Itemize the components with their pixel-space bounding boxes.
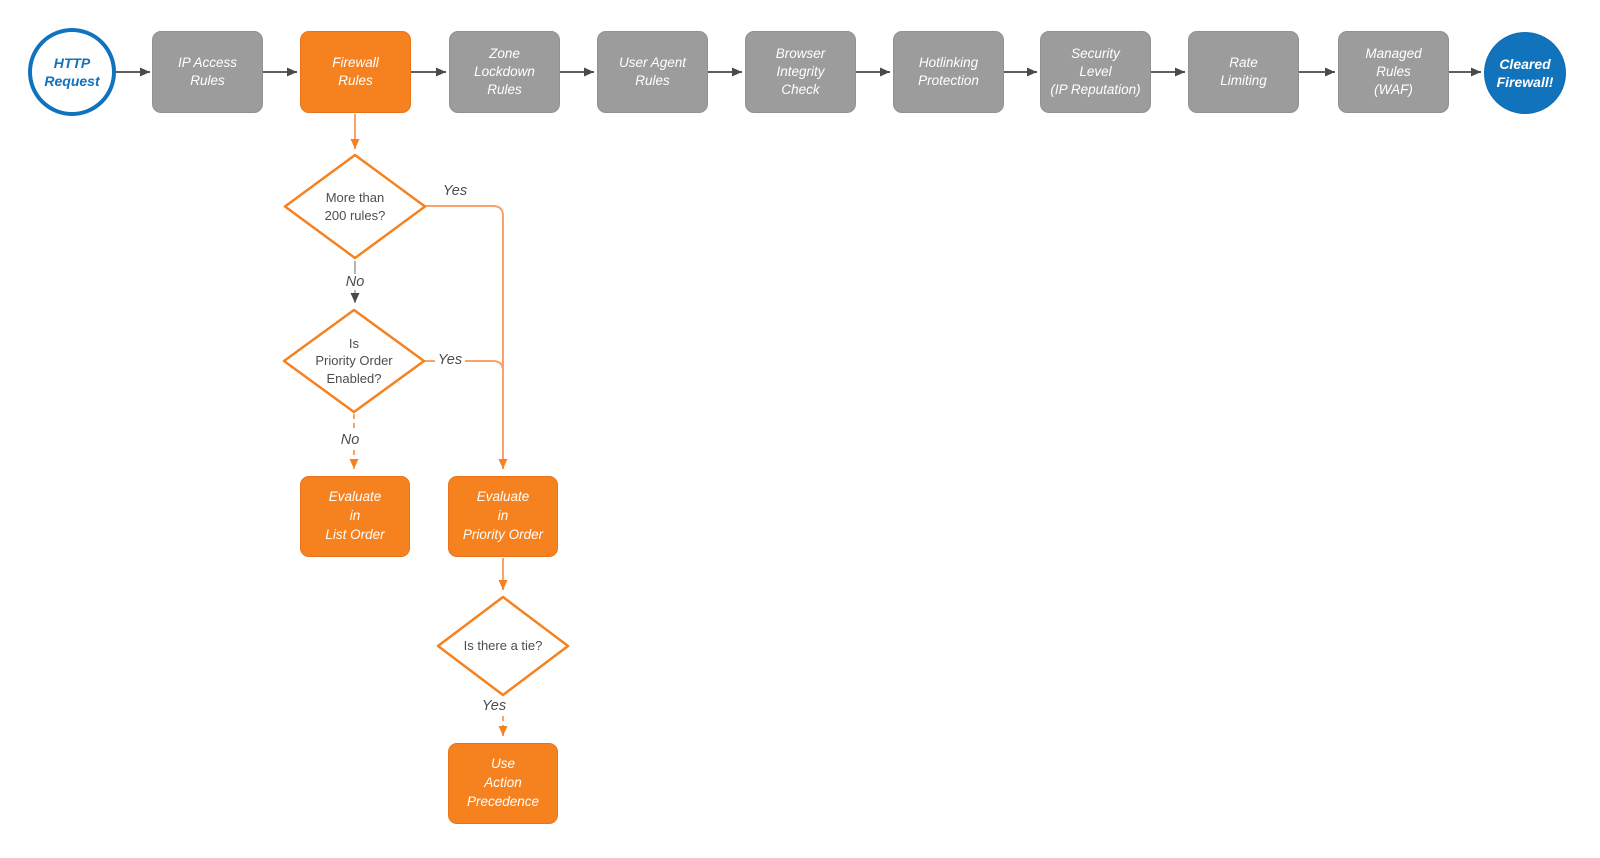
pipeline-box-browser-integrity: Browser Integrity Check bbox=[745, 31, 856, 113]
outcome-box-evaluate-priority-order: Evaluate in Priority Order bbox=[448, 476, 558, 557]
decision-priority-order-label: Is Priority Order Enabled? bbox=[315, 335, 393, 386]
pipeline-box-user-agent-rules: User Agent Rules bbox=[597, 31, 708, 113]
start-node-http-request: HTTP Request bbox=[28, 28, 116, 116]
edge-decision1-yes bbox=[425, 205, 508, 469]
decision-is-there-a-tie: Is there a tie? bbox=[436, 595, 570, 697]
pipeline-box-security-level: Security Level (IP Reputation) bbox=[1040, 31, 1151, 113]
outcome-box-use-action-precedence: Use Action Precedence bbox=[448, 743, 558, 824]
edge-decision2-yes bbox=[424, 360, 504, 372]
decision-more-than-200-label: More than 200 rules? bbox=[324, 189, 386, 223]
pipeline-box-firewall-rules: Firewall Rules bbox=[300, 31, 411, 113]
pipeline-box-zone-lockdown-rules: Zone Lockdown Rules bbox=[449, 31, 560, 113]
pipeline-box-rate-limiting: Rate Limiting bbox=[1188, 31, 1299, 113]
edge-label-no1: No bbox=[342, 274, 368, 290]
pipeline-box-managed-rules-waf: Managed Rules (WAF) bbox=[1338, 31, 1449, 113]
decision-more-than-200-rules: More than 200 rules? bbox=[283, 153, 427, 260]
edge-label-no2: No bbox=[337, 432, 363, 448]
pipeline-box-hotlinking-protection: Hotlinking Protection bbox=[893, 31, 1004, 113]
edge-label-yes2: Yes bbox=[434, 352, 466, 368]
end-node-cleared-firewall: Cleared Firewall! bbox=[1484, 32, 1566, 114]
decision-tie-label: Is there a tie? bbox=[463, 638, 543, 654]
decision-priority-order-enabled: Is Priority Order Enabled? bbox=[282, 308, 426, 414]
edge-label-yes3: Yes bbox=[478, 698, 510, 714]
edge-label-yes1: Yes bbox=[439, 183, 471, 199]
pipeline-box-ip-access-rules: IP Access Rules bbox=[152, 31, 263, 113]
outcome-box-evaluate-list-order: Evaluate in List Order bbox=[300, 476, 410, 557]
